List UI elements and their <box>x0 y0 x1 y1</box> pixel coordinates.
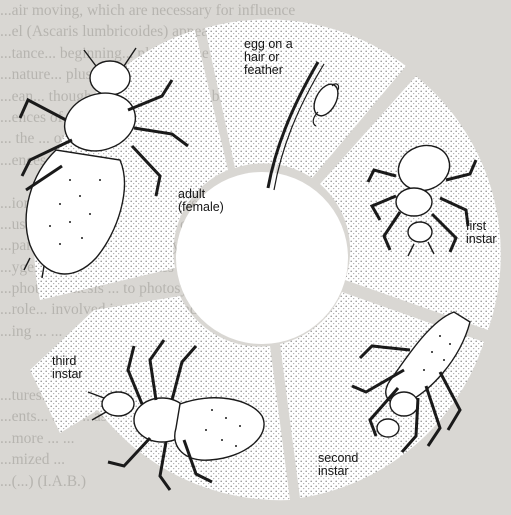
label-egg-line3: feather <box>244 64 293 77</box>
label-third-line2: instar <box>52 368 83 381</box>
label-egg: egg on a hair or feather <box>244 38 293 77</box>
label-third-instar: third instar <box>52 355 83 381</box>
label-first-instar: first instar <box>466 220 497 246</box>
label-first-line2: instar <box>466 233 497 246</box>
label-adult: adult (female) <box>178 188 224 214</box>
label-second-instar: second instar <box>318 452 358 478</box>
label-second-line2: instar <box>318 465 358 478</box>
label-adult-line2: (female) <box>178 201 224 214</box>
